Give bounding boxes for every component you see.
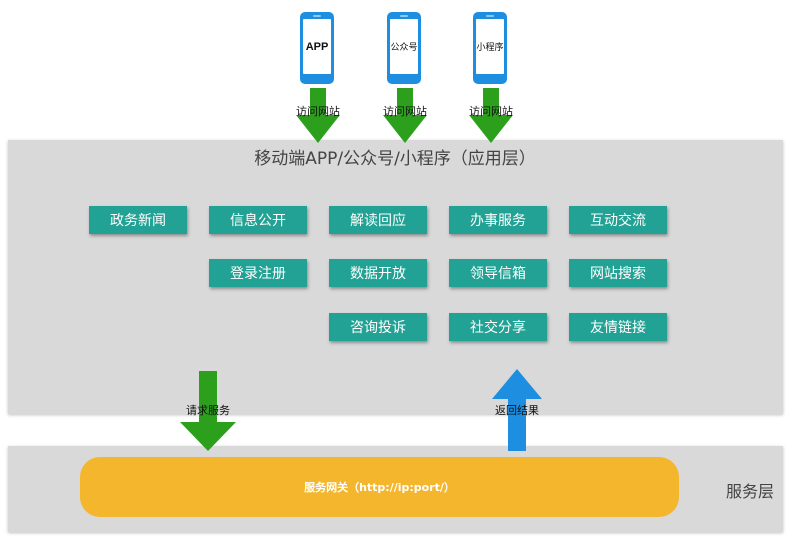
access-label-app: 访问网站: [296, 105, 340, 118]
module-social-share: 社交分享: [449, 313, 547, 341]
module-interaction: 互动交流: [569, 206, 667, 234]
service-gateway: 服务网关（http://ip:port/）: [80, 457, 679, 517]
application-layer-title: 移动端APP/公众号/小程序（应用层）: [254, 149, 536, 169]
module-interpretation-response: 解读回应: [329, 206, 427, 234]
module-info-disclosure: 信息公开: [209, 206, 307, 234]
arrow-down-icon: [383, 88, 427, 143]
module-site-search: 网站搜索: [569, 259, 667, 287]
service-layer-title: 服务层: [726, 482, 775, 501]
app-client-label: APP: [303, 19, 331, 74]
access-label-mini-program: 访问网站: [469, 105, 513, 118]
return-result-label: 返回结果: [495, 404, 539, 417]
wechat-account-client-label: 公众号: [390, 19, 418, 74]
access-label-wechat: 访问网站: [383, 105, 427, 118]
module-leader-mailbox: 领导信箱: [449, 259, 547, 287]
module-open-data: 数据开放: [329, 259, 427, 287]
module-services: 办事服务: [449, 206, 547, 234]
wechat-account-phone-icon: 公众号: [387, 12, 421, 84]
mini-program-client-label: 小程序: [476, 19, 504, 74]
arrow-down-icon: [296, 88, 340, 143]
module-consult-complaint: 咨询投诉: [329, 313, 427, 341]
arrow-down-icon: [469, 88, 513, 143]
request-service-label: 请求服务: [186, 404, 230, 417]
arrow-down-icon: [180, 371, 236, 451]
app-phone-icon: APP: [300, 12, 334, 84]
module-login-register: 登录注册: [209, 259, 307, 287]
arrow-up-icon: [492, 369, 542, 451]
module-friendly-links: 友情链接: [569, 313, 667, 341]
mini-program-phone-icon: 小程序: [473, 12, 507, 84]
module-government-news: 政务新闻: [89, 206, 187, 234]
